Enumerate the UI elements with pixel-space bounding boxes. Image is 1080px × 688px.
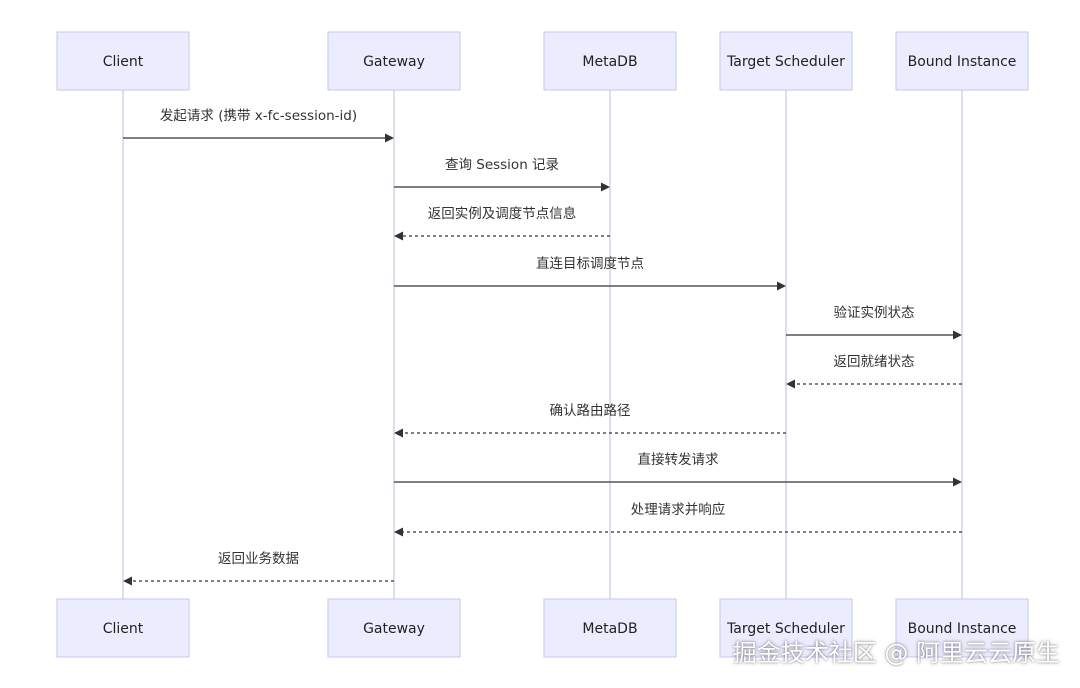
- actor-scheduler-top: Target Scheduler: [719, 31, 853, 91]
- message-10: 返回业务数据: [123, 551, 394, 586]
- actor-label: Bound Instance: [908, 621, 1017, 637]
- actor-box: [327, 598, 461, 658]
- arrowhead-icon: [123, 576, 132, 586]
- message-label: 发起请求 (携带 x-fc-session-id): [160, 108, 357, 124]
- actor-client-top: Client: [56, 31, 190, 91]
- message-3: 返回实例及调度节点信息: [394, 205, 610, 241]
- actors-bottom: Client Gateway MetaDB Target Scheduler Bound…: [56, 598, 1029, 658]
- actor-box: [327, 31, 461, 91]
- actor-label: MetaDB: [582, 621, 637, 637]
- actor-box: [719, 598, 853, 658]
- message-2: 查询 Session 记录: [394, 157, 610, 192]
- actor-box: [895, 31, 1029, 91]
- message-label: 查询 Session 记录: [445, 157, 559, 173]
- message-label: 返回实例及调度节点信息: [428, 205, 577, 222]
- message-5: 验证实例状态: [786, 305, 962, 340]
- message-label: 验证实例状态: [834, 305, 915, 321]
- message-label: 直连目标调度节点: [536, 256, 644, 272]
- arrowhead-icon: [385, 133, 394, 143]
- message-label: 返回就绪状态: [834, 354, 915, 370]
- arrowhead-icon: [394, 428, 403, 438]
- message-label: 直接转发请求: [638, 451, 719, 468]
- message-1: 发起请求 (携带 x-fc-session-id): [123, 108, 394, 143]
- actor-box: [543, 31, 677, 91]
- message-label: 处理请求并响应: [631, 501, 726, 518]
- actor-label: Gateway: [363, 54, 425, 70]
- actor-label: Bound Instance: [908, 54, 1017, 70]
- arrowhead-icon: [953, 477, 962, 487]
- message-8: 直接转发请求: [394, 451, 962, 487]
- actor-gateway-top: Gateway: [327, 31, 461, 91]
- message-9: 处理请求并响应: [394, 501, 962, 537]
- actor-scheduler-bottom: Target Scheduler: [719, 598, 853, 658]
- message-6: 返回就绪状态: [786, 354, 962, 389]
- actor-metadb-top: MetaDB: [543, 31, 677, 91]
- arrowhead-icon: [394, 527, 403, 537]
- actor-metadb-bottom: MetaDB: [543, 598, 677, 658]
- lifelines: [122, 90, 963, 599]
- message-7: 确认路由路径: [394, 403, 786, 438]
- arrowhead-icon: [777, 281, 786, 291]
- actor-label: Target Scheduler: [726, 54, 845, 70]
- actor-instance-top: Bound Instance: [895, 31, 1029, 91]
- actor-client-bottom: Client: [56, 598, 190, 658]
- message-label: 返回业务数据: [218, 551, 299, 567]
- actor-label: MetaDB: [582, 54, 637, 70]
- actor-label: Gateway: [363, 621, 425, 637]
- message-label: 确认路由路径: [550, 403, 631, 419]
- watermark-text: 掘金技术社区 @ 阿里云云原生: [732, 639, 1060, 667]
- actor-box: [56, 598, 190, 658]
- messages: 发起请求 (携带 x-fc-session-id) 查询 Session 记录返回…: [123, 108, 962, 586]
- actor-box: [543, 598, 677, 658]
- actor-label: Target Scheduler: [726, 621, 845, 637]
- message-4: 直连目标调度节点: [394, 256, 786, 291]
- arrowhead-icon: [786, 379, 795, 389]
- arrowhead-icon: [394, 231, 403, 241]
- actor-gateway-bottom: Gateway: [327, 598, 461, 658]
- arrowhead-icon: [953, 330, 962, 340]
- actors-top: Client Gateway MetaDB Target Scheduler Bound…: [56, 31, 1029, 91]
- actor-box: [895, 598, 1029, 658]
- arrowhead-icon: [601, 182, 610, 192]
- actor-label: Client: [103, 54, 144, 70]
- actor-box: [719, 31, 853, 91]
- actor-instance-bottom: Bound Instance: [895, 598, 1029, 658]
- actor-box: [56, 31, 190, 91]
- actor-label: Client: [103, 621, 144, 637]
